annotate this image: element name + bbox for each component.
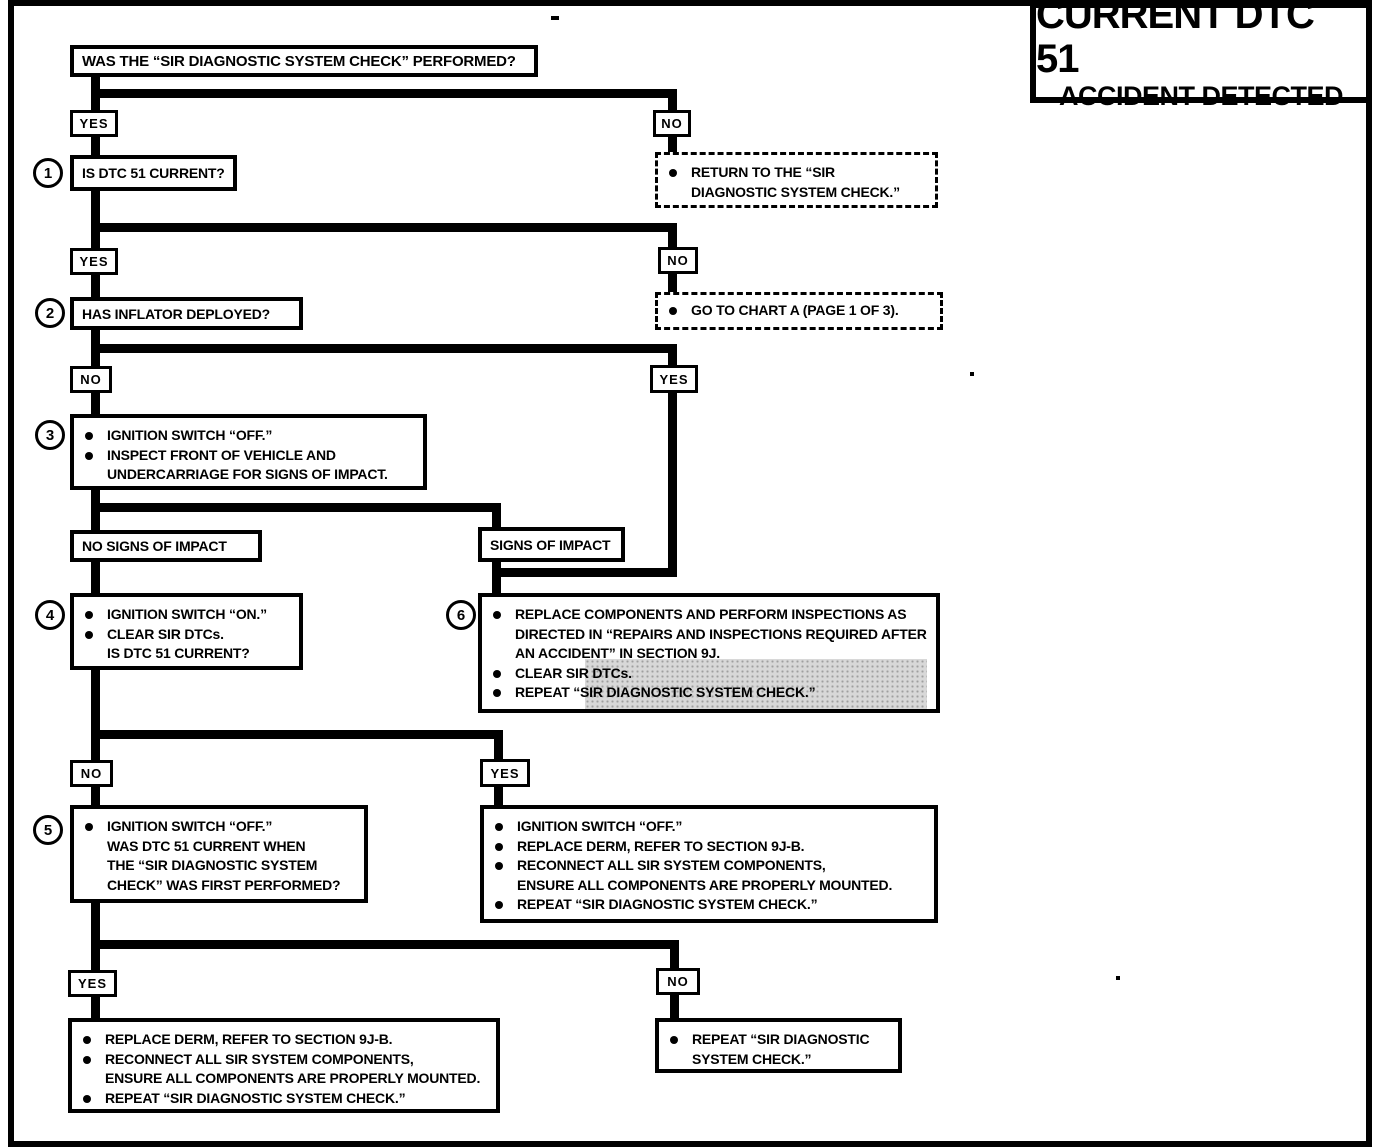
action-clear-dtcs-check-current: IGNITION SWITCH “ON.” CLEAR SIR DTCs. IS… <box>70 593 303 670</box>
branch1-yes-label: YES <box>70 110 118 137</box>
branch3-yes-label: YES <box>650 365 698 393</box>
step-number-2: 2 <box>35 298 65 328</box>
action-repeat-sir-check: REPEAT “SIR DIAGNOSTIC SYSTEM CHECK.” <box>655 1018 902 1073</box>
branch4-drop-line <box>492 503 501 529</box>
bullet-icon <box>669 169 677 177</box>
label-signs-of-impact: SIGNS OF IMPACT <box>478 527 625 562</box>
bullet-icon <box>85 823 93 831</box>
step-number-6: 6 <box>446 600 476 630</box>
signs-merge-line <box>492 560 501 595</box>
bullet-icon <box>495 823 503 831</box>
yes4-to-action-line <box>494 785 503 807</box>
step-number-5: 5 <box>33 815 63 845</box>
step-number-1: 1 <box>33 158 63 188</box>
bullet-icon <box>83 1094 91 1103</box>
bullet-icon <box>83 1036 91 1044</box>
no5-to-final-line <box>670 993 679 1020</box>
action-replace-components: REPLACE COMPONENTS AND PERFORM INSPECTIO… <box>478 593 940 713</box>
chart-title-box: CURRENT DTC 51 ACCIDENT DETECTED <box>1030 0 1372 111</box>
bullet-icon <box>495 862 503 870</box>
branch1-line <box>91 89 677 98</box>
action-inspect-vehicle: IGNITION SWITCH “OFF.” INSPECT FRONT OF … <box>70 414 427 490</box>
action-replace-derm-final: REPLACE DERM, REFER TO SECTION 9J-B. REC… <box>68 1018 500 1113</box>
chart-subtitle: ACCIDENT DETECTED <box>1058 80 1344 111</box>
action-go-to-chart-a: GO TO CHART A (PAGE 1 OF 3). <box>655 292 943 330</box>
branch5-no-label: NO <box>70 760 113 787</box>
bullet-icon <box>670 1036 678 1044</box>
step-number-4: 4 <box>35 600 65 630</box>
chart-title: CURRENT DTC 51 <box>1036 0 1315 81</box>
scan-speck <box>551 16 559 20</box>
branch3-drop-line <box>668 344 677 367</box>
action-replace-derm-yes: IGNITION SWITCH “OFF.” REPLACE DERM, REF… <box>480 805 938 923</box>
branch4-line <box>91 503 501 512</box>
bullet-icon <box>495 842 503 851</box>
branch6-no-label: NO <box>656 968 700 995</box>
branch6-drop-line <box>670 940 679 970</box>
branch2-line <box>91 223 677 232</box>
bullet-icon <box>495 901 503 909</box>
branch2-no-label: NO <box>658 247 698 274</box>
yes3-down-line <box>668 391 677 577</box>
branch1-no-label: NO <box>653 110 691 137</box>
bullet-icon <box>83 1055 91 1064</box>
bullet-icon <box>85 630 93 639</box>
label-no-signs-of-impact: NO SIGNS OF IMPACT <box>70 530 262 562</box>
action-return-to-sir-check: RETURN TO THE “SIR DIAGNOSTIC SYSTEM CHE… <box>655 152 938 208</box>
branch2-drop-line <box>668 223 677 250</box>
bullet-icon <box>669 307 677 315</box>
question-dtc51-current: IS DTC 51 CURRENT? <box>70 155 237 191</box>
no2-to-chart-a-line <box>668 272 677 294</box>
branch5-line <box>91 730 503 739</box>
bullet-icon <box>493 689 501 697</box>
branch6-yes-label: YES <box>68 970 117 997</box>
merge-horizontal-line <box>492 568 677 577</box>
question-dtc51-current-first-check: IGNITION SWITCH “OFF.” WAS DTC 51 CURREN… <box>70 805 368 903</box>
bullet-icon <box>85 432 93 440</box>
branch3-no-label: NO <box>70 366 112 393</box>
branch3-line <box>91 344 677 353</box>
scan-speck <box>1116 976 1120 980</box>
bullet-icon <box>493 669 501 678</box>
branch5-yes-label: YES <box>480 759 530 787</box>
question-sir-check-performed: WAS THE “SIR DIAGNOSTIC SYSTEM CHECK” PE… <box>70 45 538 77</box>
page-border <box>8 0 1372 1147</box>
question-inflator-deployed: HAS INFLATOR DEPLOYED? <box>70 297 303 330</box>
scan-speck <box>970 372 974 376</box>
branch5-drop-line <box>494 730 503 761</box>
bullet-icon <box>85 451 93 460</box>
bullet-icon <box>85 611 93 619</box>
no1-to-return-line <box>668 135 677 154</box>
scan-smudge <box>585 659 927 709</box>
branch2-yes-label: YES <box>70 248 118 275</box>
branch6-line <box>91 940 679 949</box>
branch1-drop-line <box>668 89 677 114</box>
step-number-3: 3 <box>35 420 65 450</box>
bullet-icon <box>493 611 501 619</box>
